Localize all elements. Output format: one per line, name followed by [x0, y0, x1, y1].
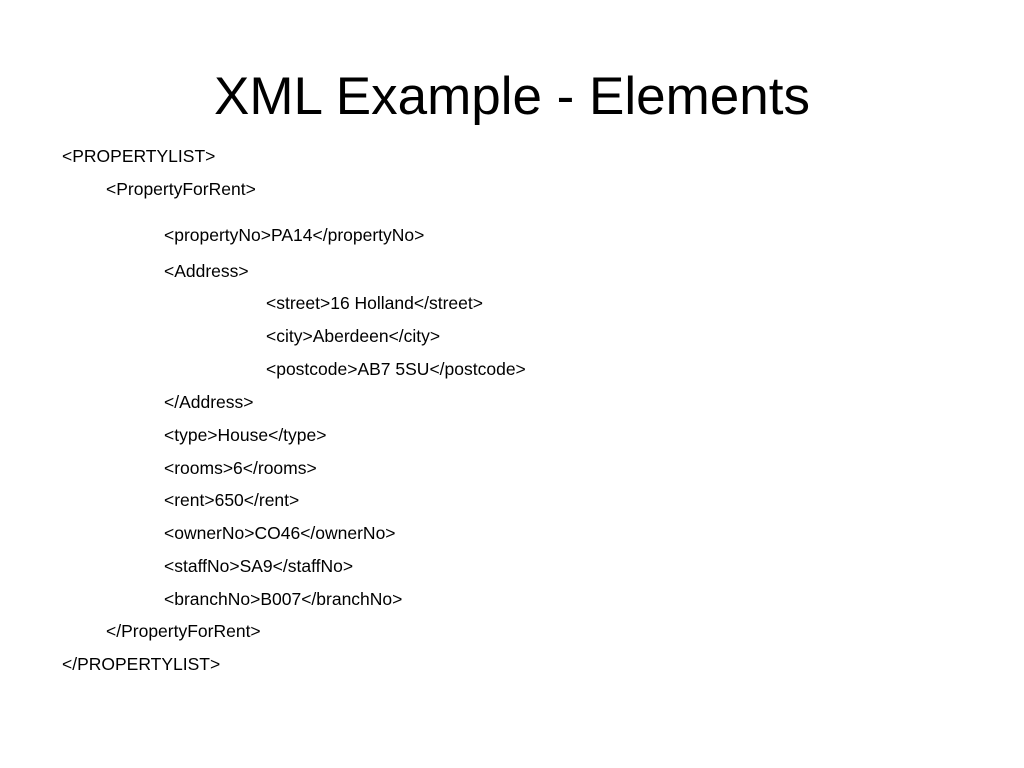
- xml-line: <city>Aberdeen</city>: [266, 326, 441, 346]
- xml-line: <rent>650</rent>: [164, 490, 300, 510]
- xml-line: <PropertyForRent>: [106, 179, 256, 199]
- xml-line: <type>House</type>: [164, 425, 327, 445]
- xml-line: <street>16 Holland</street>: [266, 293, 483, 313]
- xml-line: </PropertyForRent>: [106, 621, 261, 641]
- slide-title: XML Example - Elements: [214, 67, 810, 126]
- xml-line: <Address>: [164, 261, 249, 281]
- xml-line: </PROPERTYLIST>: [62, 654, 221, 674]
- xml-line: <branchNo>B007</branchNo>: [164, 589, 403, 609]
- xml-line: </Address>: [164, 392, 254, 412]
- xml-line: <rooms>6</rooms>: [164, 458, 317, 478]
- xml-line: <staffNo>SA9</staffNo>: [164, 556, 354, 576]
- xml-line: <PROPERTYLIST>: [62, 146, 216, 166]
- xml-line: <ownerNo>CO46</ownerNo>: [164, 523, 396, 543]
- xml-line: <propertyNo>PA14</propertyNo>: [164, 225, 425, 245]
- xml-line: <postcode>AB7 5SU</postcode>: [266, 359, 526, 379]
